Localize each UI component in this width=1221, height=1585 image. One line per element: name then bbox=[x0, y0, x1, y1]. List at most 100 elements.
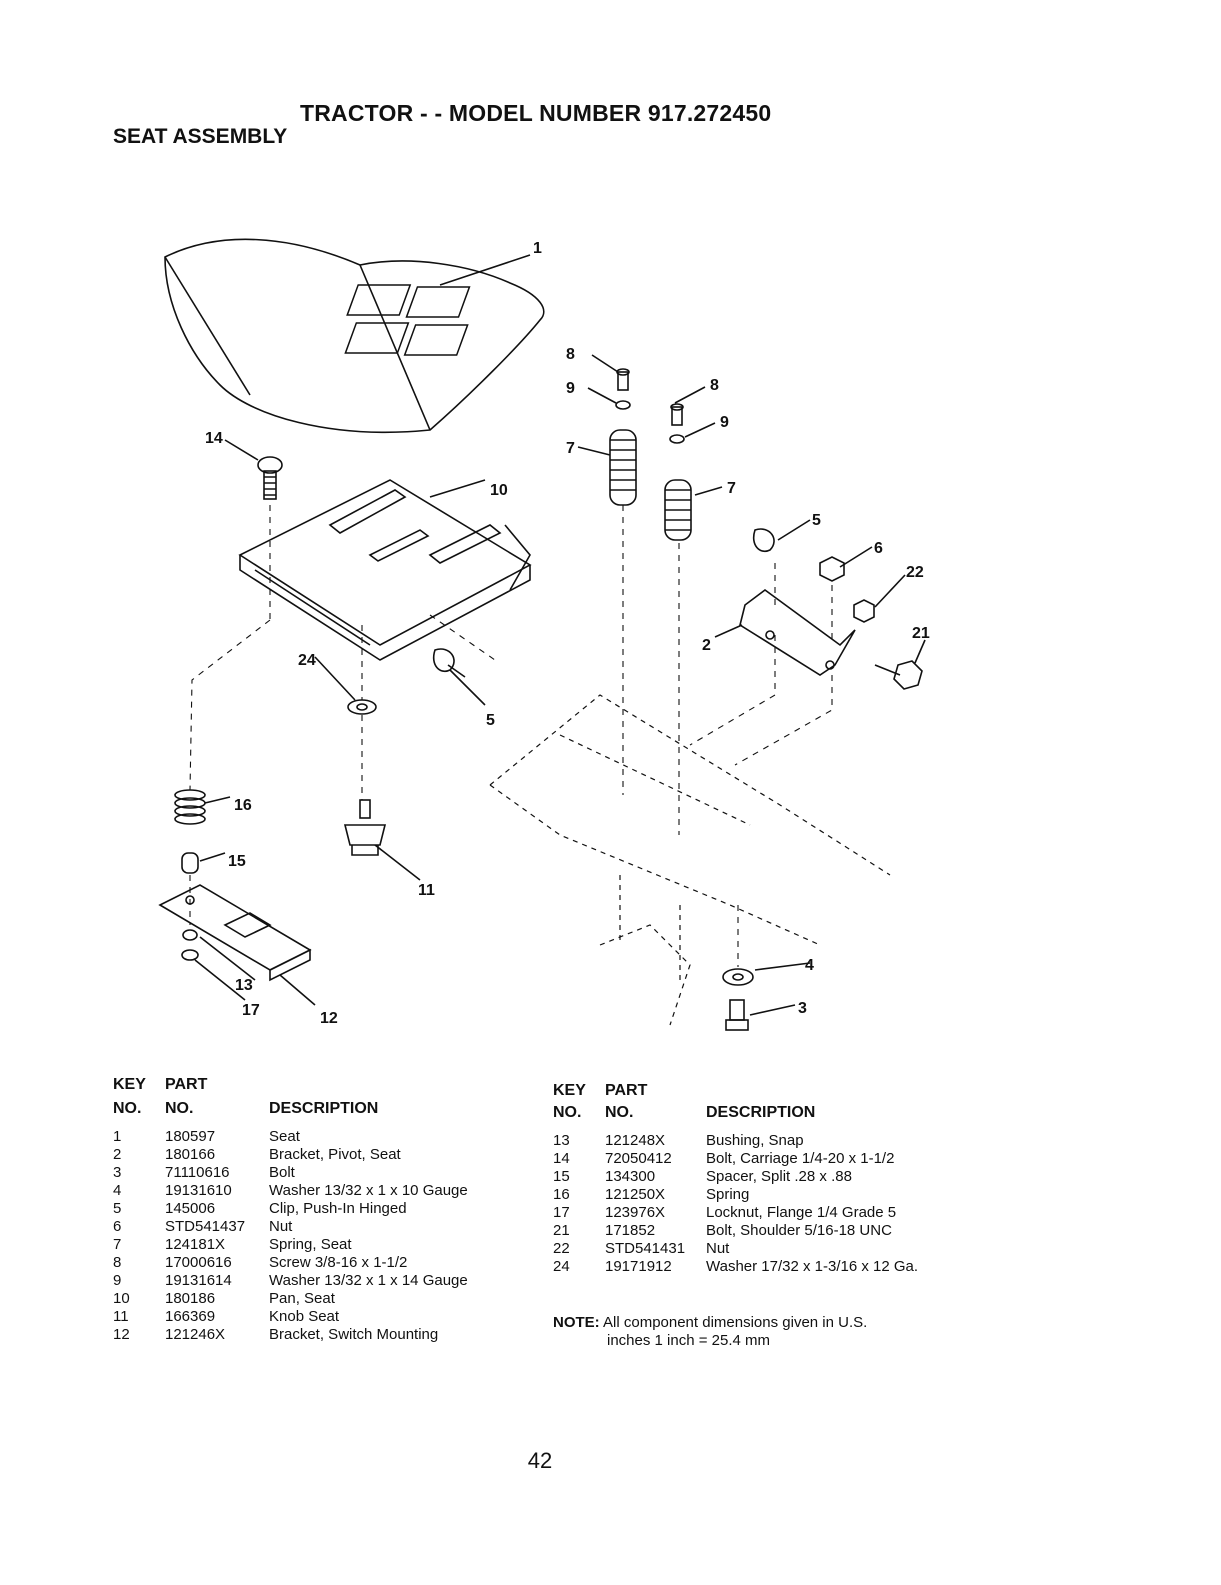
cell-part: 166369 bbox=[165, 1308, 216, 1325]
cell-key: 14 bbox=[553, 1150, 570, 1167]
table-row: 4 19131610 Washer 13/32 x 1 x 10 Gauge bbox=[113, 1182, 533, 1199]
cell-part: 124181X bbox=[165, 1236, 226, 1253]
cell-key: 4 bbox=[113, 1182, 122, 1199]
seat-pan-10 bbox=[238, 479, 532, 661]
cell-desc: Locknut, Flange 1/4 Grade 5 bbox=[706, 1204, 897, 1221]
carriage-bolt-14 bbox=[257, 456, 283, 500]
table-row: 8 17000616 Screw 3/8-16 x 1-1/2 bbox=[113, 1254, 533, 1271]
washer-24 bbox=[347, 699, 377, 715]
header-part-top-right: PART bbox=[605, 1082, 648, 1099]
cell-key: 5 bbox=[113, 1200, 122, 1217]
cell-key: 17 bbox=[553, 1204, 570, 1221]
callout-2: 2 bbox=[702, 637, 711, 654]
cell-desc: Spacer, Split .28 x .88 bbox=[706, 1168, 852, 1185]
cell-desc: Spring bbox=[706, 1186, 750, 1203]
cell-desc: Bracket, Pivot, Seat bbox=[269, 1146, 401, 1163]
screw-8-left bbox=[616, 368, 630, 391]
callout-8-right: 8 bbox=[710, 377, 719, 394]
callout-13: 13 bbox=[235, 977, 253, 994]
header-part-bottom-right: NO. bbox=[605, 1104, 634, 1121]
cell-desc: Clip, Push-In Hinged bbox=[269, 1200, 407, 1217]
cell-key: 10 bbox=[113, 1290, 130, 1307]
spring-7-left bbox=[609, 429, 637, 506]
cell-part: 71110616 bbox=[165, 1164, 230, 1181]
cell-desc: Bolt bbox=[269, 1164, 295, 1181]
callout-15: 15 bbox=[228, 853, 246, 870]
cell-part: 19131610 bbox=[165, 1182, 232, 1199]
cell-desc: Knob Seat bbox=[269, 1308, 340, 1325]
callout-22: 22 bbox=[906, 564, 924, 581]
cell-part: 17000616 bbox=[165, 1254, 232, 1271]
cell-desc: Spring, Seat bbox=[269, 1236, 352, 1253]
cell-part: 145006 bbox=[165, 1200, 216, 1217]
cell-part: 19131614 bbox=[165, 1272, 232, 1289]
dimension-note: NOTE: All component dimensions given in … bbox=[553, 1314, 867, 1350]
cell-desc: Bolt, Carriage 1/4-20 x 1-1/2 bbox=[706, 1150, 895, 1167]
cell-desc: Nut bbox=[269, 1218, 293, 1235]
header-description-right: DESCRIPTION bbox=[706, 1104, 816, 1121]
cell-part: 121248X bbox=[605, 1132, 666, 1149]
callout-24: 24 bbox=[298, 652, 316, 669]
callout-16: 16 bbox=[234, 797, 252, 814]
table-row: 1 180597 Seat bbox=[113, 1128, 533, 1145]
cell-part: 134300 bbox=[605, 1168, 656, 1185]
cell-key: 2 bbox=[113, 1146, 122, 1163]
seat-drawing bbox=[164, 238, 545, 433]
knob-seat-11 bbox=[343, 799, 387, 856]
spring-16 bbox=[174, 789, 206, 825]
cell-key: 6 bbox=[113, 1218, 122, 1235]
cell-key: 8 bbox=[113, 1254, 122, 1271]
switch-bracket-12 bbox=[158, 884, 312, 982]
callout-9-right: 9 bbox=[720, 414, 729, 431]
cell-key: 16 bbox=[553, 1186, 570, 1203]
note-label: NOTE: bbox=[553, 1314, 600, 1331]
spring-7-right bbox=[664, 479, 692, 541]
table-row: 14 72050412 Bolt, Carriage 1/4-20 x 1-1/2 bbox=[553, 1150, 973, 1167]
header-key-bottom: NO. bbox=[113, 1100, 142, 1117]
header-part-top: PART bbox=[165, 1076, 208, 1093]
page-title: TRACTOR - - MODEL NUMBER 917.272450 bbox=[300, 100, 772, 126]
cell-desc: Seat bbox=[269, 1128, 300, 1145]
cell-part: 180166 bbox=[165, 1146, 216, 1163]
callout-6: 6 bbox=[874, 540, 883, 557]
table-row: 11 166369 Knob Seat bbox=[113, 1308, 533, 1325]
header-key-top: KEY bbox=[113, 1076, 146, 1093]
cell-part: 19171912 bbox=[605, 1258, 672, 1275]
nut-6 bbox=[819, 556, 845, 582]
table-row: 5 145006 Clip, Push-In Hinged bbox=[113, 1200, 533, 1217]
note-line-2: inches 1 inch = 25.4 mm bbox=[607, 1332, 771, 1349]
cell-part: 180597 bbox=[165, 1128, 216, 1145]
spacer-15 bbox=[181, 852, 199, 874]
bolt-3 bbox=[725, 999, 749, 1031]
shoulder-bolt-21 bbox=[874, 660, 923, 690]
cell-key: 13 bbox=[553, 1132, 570, 1149]
header-key-top-right: KEY bbox=[553, 1082, 586, 1099]
nut-22 bbox=[853, 599, 875, 623]
cell-key: 1 bbox=[113, 1128, 122, 1145]
section-title: SEAT ASSEMBLY bbox=[113, 125, 288, 148]
cell-part: 72050412 bbox=[605, 1150, 672, 1167]
cell-desc: Washer 13/32 x 1 x 10 Gauge bbox=[269, 1182, 468, 1199]
cell-desc: Washer 17/32 x 1-3/16 x 12 Ga. bbox=[706, 1258, 919, 1275]
cell-key: 11 bbox=[113, 1308, 129, 1325]
cell-part: 121250X bbox=[605, 1186, 666, 1203]
cell-desc: Screw 3/8-16 x 1-1/2 bbox=[269, 1254, 408, 1271]
header-part-bottom: NO. bbox=[165, 1100, 194, 1117]
cell-key: 22 bbox=[553, 1240, 570, 1257]
cell-desc: Washer 13/32 x 1 x 14 Gauge bbox=[269, 1272, 468, 1289]
table-row: 16 121250X Spring bbox=[553, 1186, 973, 1203]
callout-12: 12 bbox=[320, 1010, 338, 1027]
cell-desc: Nut bbox=[706, 1240, 730, 1257]
header-key-bottom-right: NO. bbox=[553, 1104, 582, 1121]
cell-key: 12 bbox=[113, 1326, 130, 1343]
